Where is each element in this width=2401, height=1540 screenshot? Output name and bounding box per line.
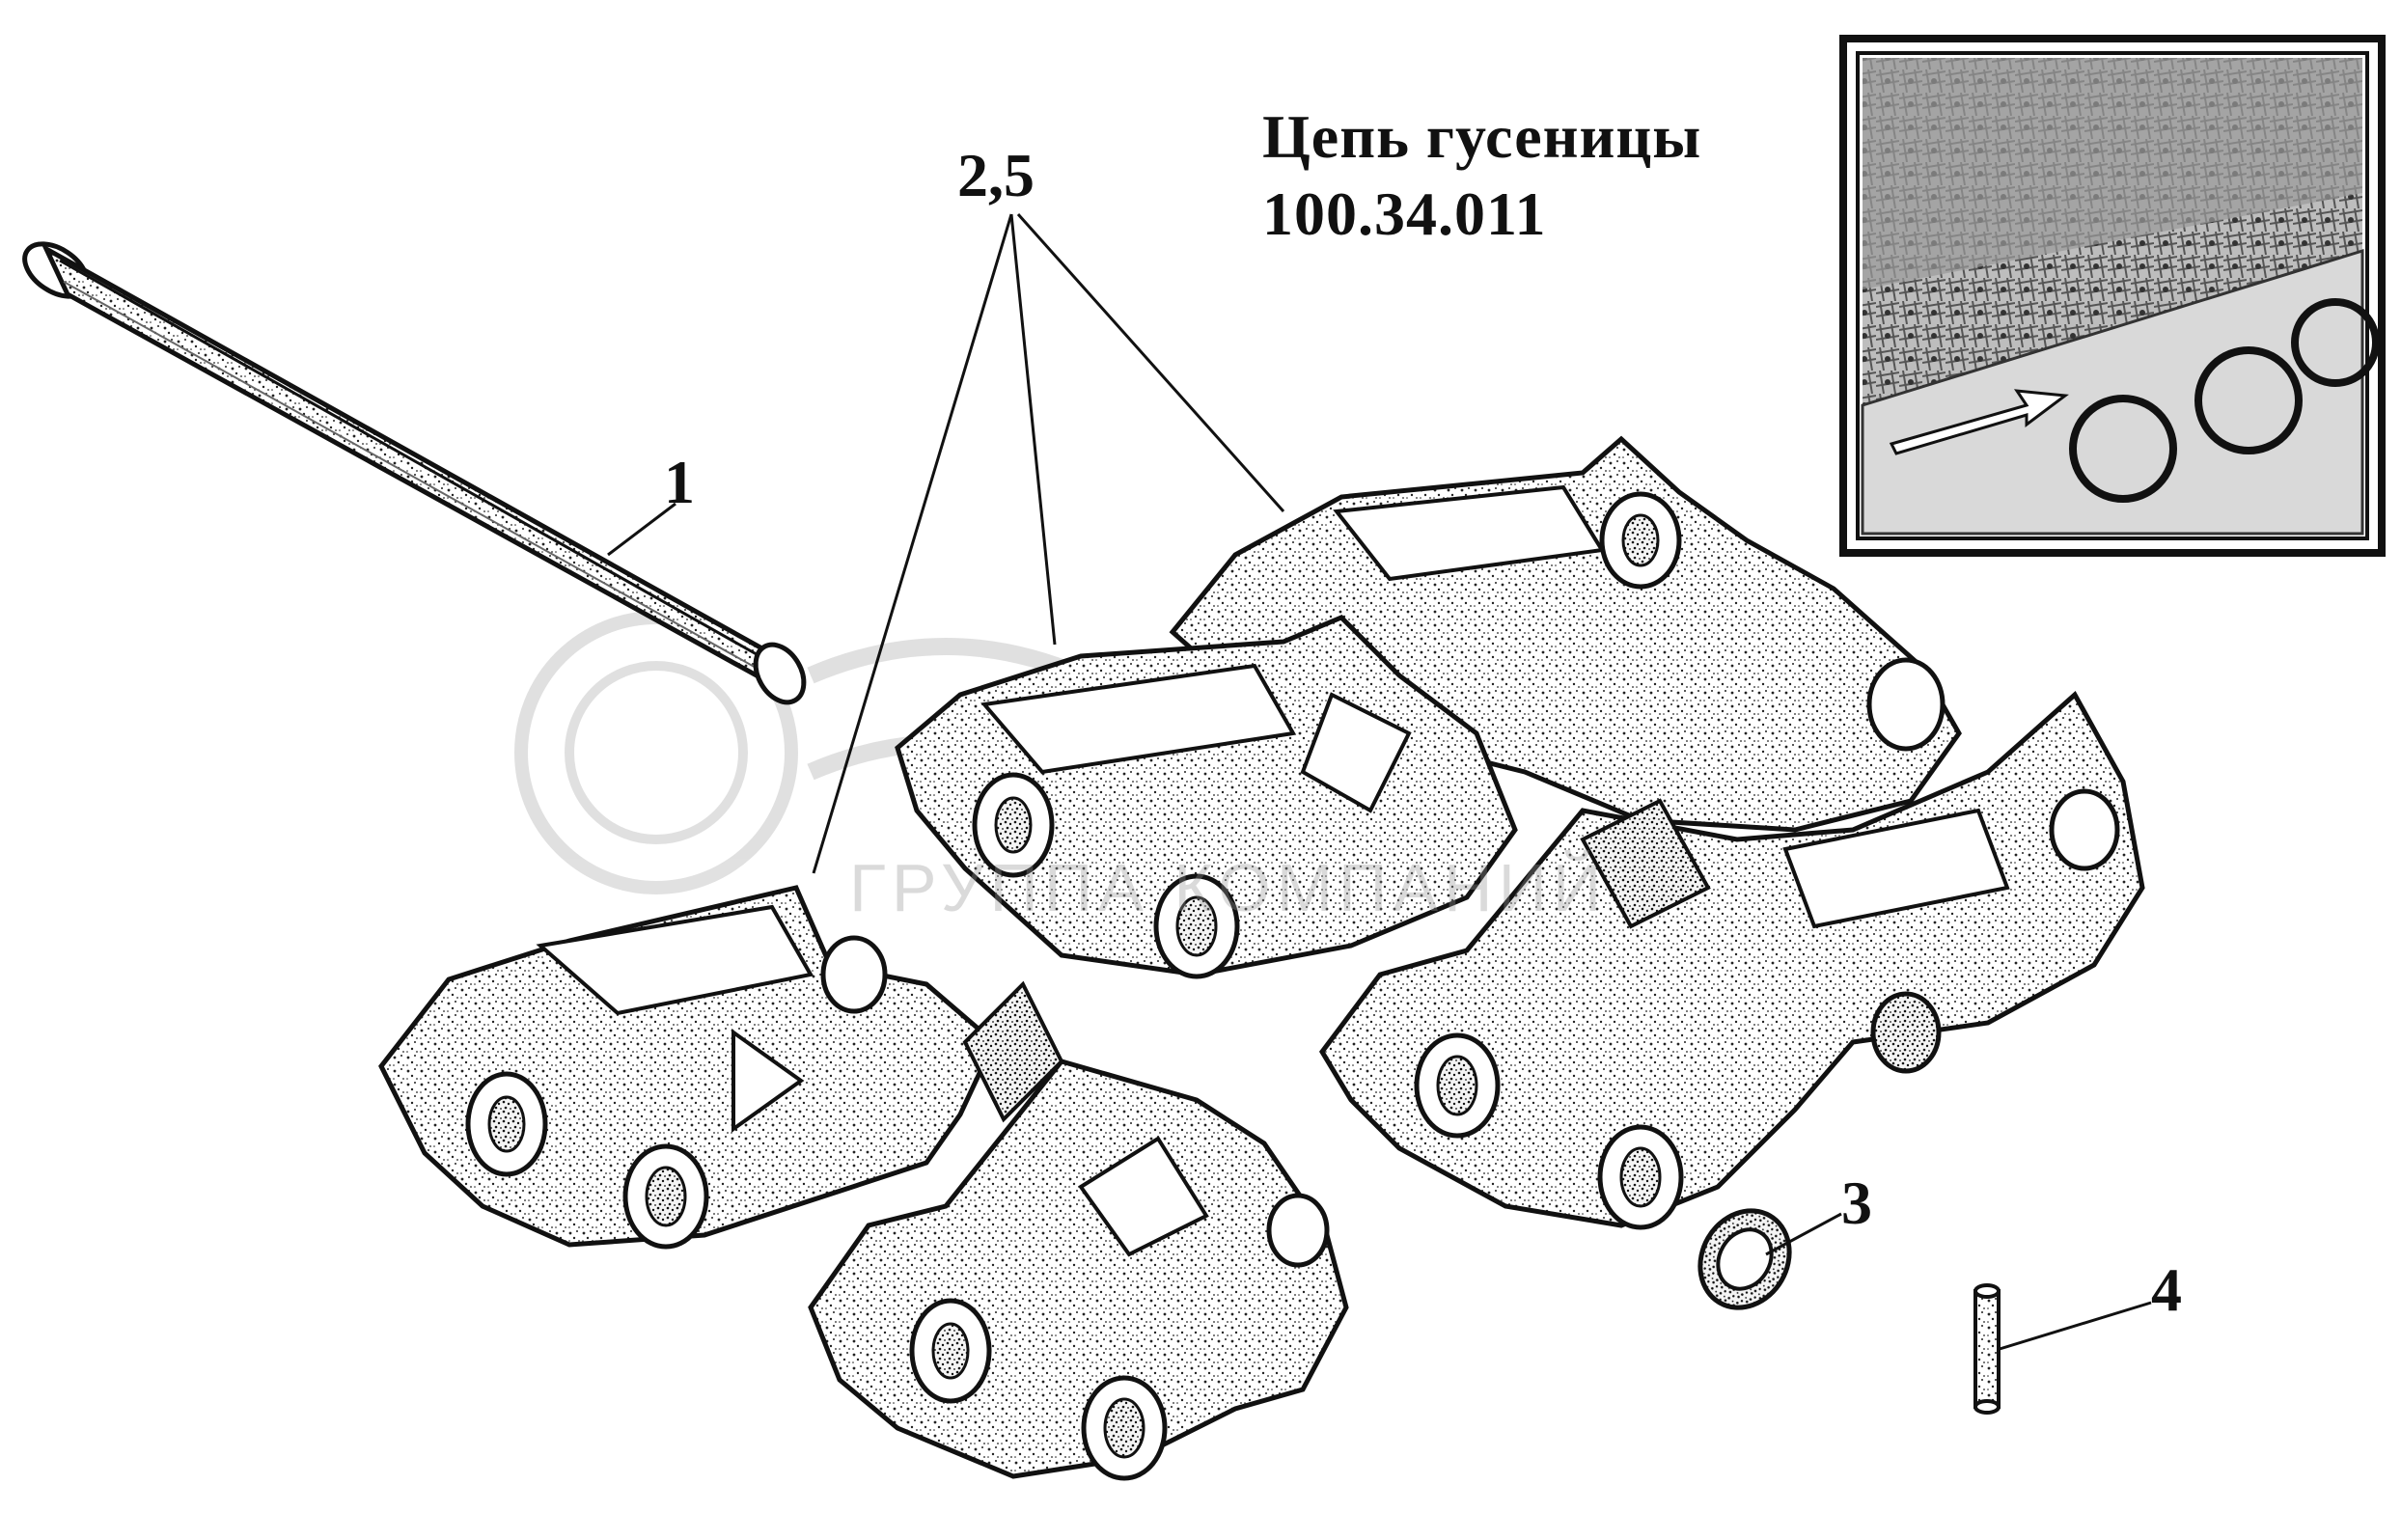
track-pin-icon (22, 241, 807, 705)
callout-cotter-pin: 4 (2151, 1255, 2182, 1324)
washer-icon (1697, 1208, 1792, 1310)
track-link-icon (895, 435, 2145, 1230)
leader-links-3 (1016, 213, 1285, 512)
leader-links-2 (1009, 213, 1057, 646)
track-link-icon (378, 885, 1349, 1481)
cotter-pin-icon (1973, 1283, 2001, 1415)
leader-lines (607, 213, 2152, 1351)
callout-track-pin: 1 (664, 448, 695, 516)
leader-washer (1765, 1212, 1842, 1256)
leader-links-1 (812, 213, 1013, 874)
tractor-undercarriage-photo-icon (1861, 58, 2380, 536)
callout-washer: 3 (1841, 1169, 1872, 1237)
diagram-title: Цепь гусеницы (1262, 102, 1702, 171)
inset-photo (1839, 35, 2386, 557)
leader-pin (607, 502, 676, 557)
part-number: 100.34.011 (1262, 179, 1547, 248)
callout-track-links: 2,5 (957, 141, 1035, 209)
watermark-text: ГРУППА КОМПАНИЙ (849, 850, 1608, 925)
leader-cotter (1999, 1301, 2152, 1351)
